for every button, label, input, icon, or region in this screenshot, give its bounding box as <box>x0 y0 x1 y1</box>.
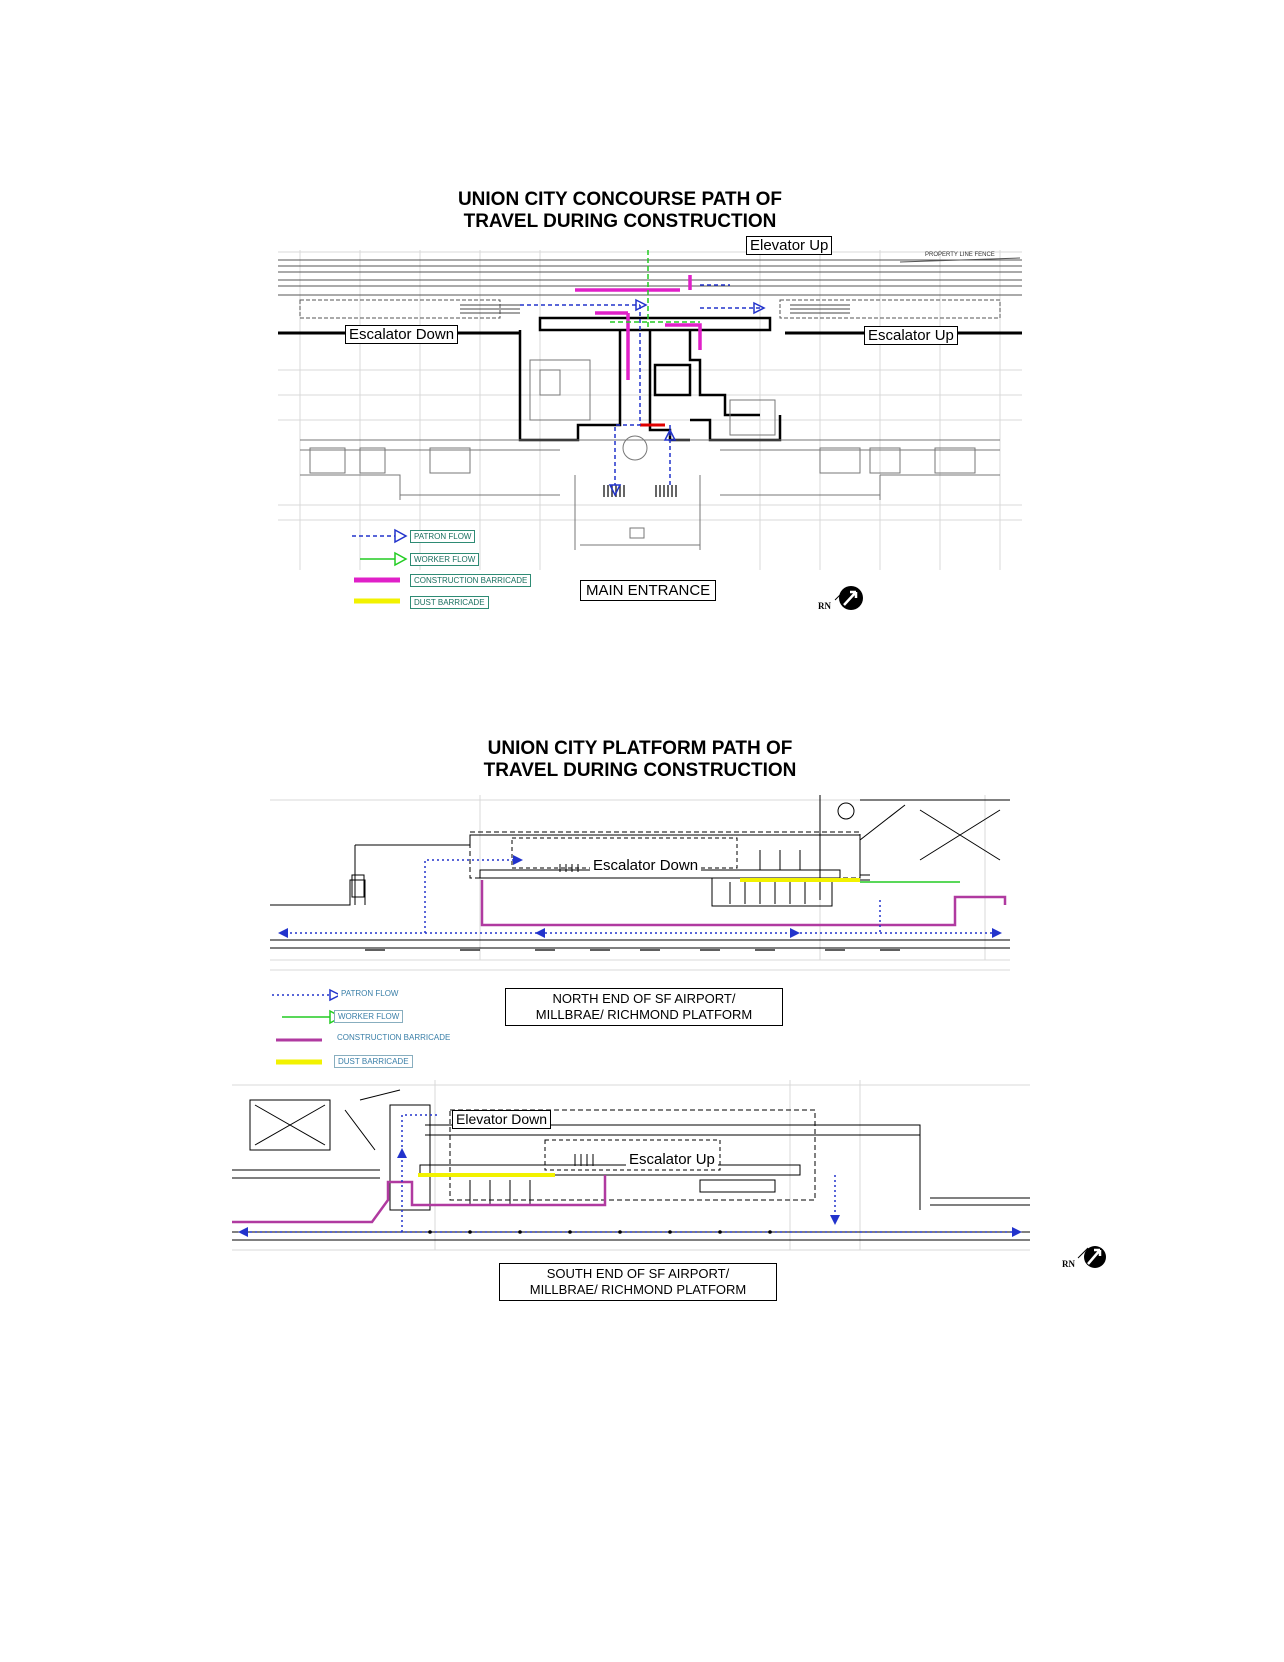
legend-patron-flow: PATRON FLOW <box>410 530 476 543</box>
south-caption-line2: MILLBRAE/ RICHMOND PLATFORM <box>529 1282 747 1297</box>
legend-construction-barricade: CONSTRUCTION BARRICADE <box>410 574 532 587</box>
concourse-title-line1: UNION CITY CONCOURSE PATH OF <box>457 189 783 210</box>
north-caption-line1: NORTH END OF SF AIRPORT/ <box>552 991 736 1006</box>
north-escalator-down-label: Escalator Down <box>590 857 702 874</box>
legend-dust-barricade: DUST BARRICADE <box>410 596 489 609</box>
main-entrance-label: MAIN ENTRANCE <box>580 580 717 601</box>
concourse-compass-icon <box>834 586 863 610</box>
platform-legend-worker-flow: WORKER FLOW <box>334 1010 404 1023</box>
platform-compass-icon <box>1077 1246 1106 1268</box>
platform-legend-patron-flow: PATRON FLOW <box>338 988 402 999</box>
platform-title-line1: UNION CITY PLATFORM PATH OF <box>487 738 793 759</box>
south-escalator-up-label: Escalator Up <box>626 1151 718 1168</box>
elevator-up-label: Elevator Up <box>746 236 833 255</box>
platform-legend-construction-barricade: CONSTRUCTION BARRICADE <box>334 1032 454 1043</box>
platform-compass-label: RN <box>1062 1259 1075 1269</box>
north-caption-line2: MILLBRAE/ RICHMOND PLATFORM <box>535 1007 753 1022</box>
platform-title-line2: TRAVEL DURING CONSTRUCTION <box>483 760 797 781</box>
escalator-up-label: Escalator Up <box>864 326 958 345</box>
concourse-compass-label: RN <box>818 601 831 611</box>
south-elevator-down-label: Elevator Down <box>452 1110 552 1129</box>
south-caption-line1: SOUTH END OF SF AIRPORT/ <box>546 1266 730 1281</box>
escalator-down-label: Escalator Down <box>345 325 459 344</box>
platform-title: UNION CITY PLATFORM PATH OF TRAVEL DURIN… <box>450 738 830 782</box>
legend-worker-flow: WORKER FLOW <box>410 553 480 566</box>
north-end-caption: NORTH END OF SF AIRPORT/ MILLBRAE/ RICHM… <box>505 988 783 1026</box>
concourse-title-line2: TRAVEL DURING CONSTRUCTION <box>463 211 777 232</box>
concourse-legend-swatches <box>352 528 408 604</box>
south-end-caption: SOUTH END OF SF AIRPORT/ MILLBRAE/ RICHM… <box>499 1263 777 1301</box>
property-line-text: PROPERTY LINE FENCE <box>925 252 995 258</box>
concourse-title: UNION CITY CONCOURSE PATH OF TRAVEL DURI… <box>430 189 810 233</box>
platform-legend-dust-barricade: DUST BARRICADE <box>334 1055 413 1068</box>
platform-legend-swatches <box>272 988 343 1065</box>
